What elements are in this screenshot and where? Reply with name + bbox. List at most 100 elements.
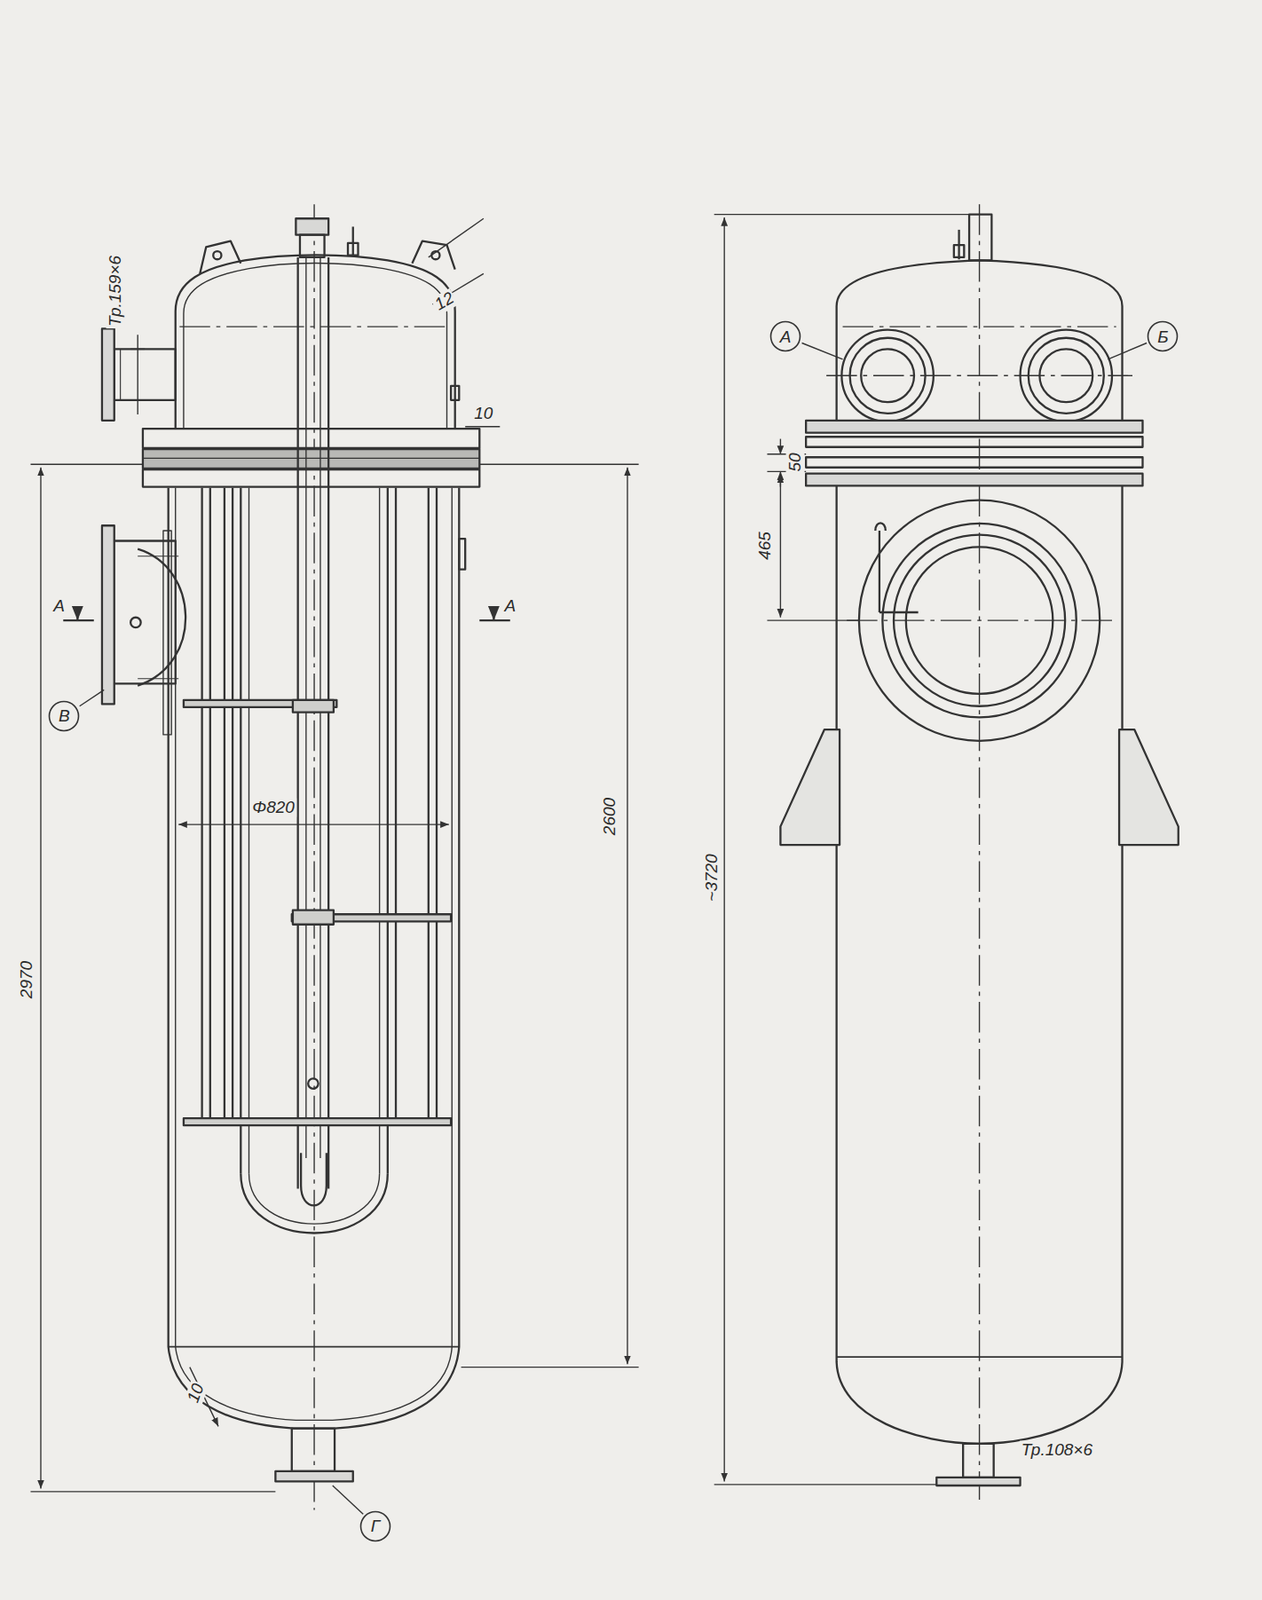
leader-line	[1107, 342, 1147, 359]
shell	[882, 523, 1076, 718]
tube-bundle	[183, 1118, 451, 1126]
flange	[142, 469, 480, 488]
callout-circle-outline	[1148, 322, 1178, 352]
inlet-nozzle	[163, 530, 172, 735]
top-chamber	[347, 243, 358, 256]
dimension-line	[178, 823, 450, 825]
center-line	[179, 204, 1133, 1510]
dimension-value: 2970	[16, 958, 36, 1000]
section-letter: А	[51, 596, 67, 616]
shell	[291, 1428, 335, 1472]
center-line	[826, 375, 1133, 377]
center-line	[846, 619, 1113, 621]
callout-circle-outline	[361, 1511, 391, 1541]
top-chamber	[411, 241, 455, 270]
top-chamber	[352, 226, 355, 255]
dimension-line	[428, 218, 484, 258]
dimension-line	[780, 439, 781, 455]
tube-bundle	[231, 488, 234, 1123]
top-chamber	[969, 214, 992, 261]
center-line	[179, 325, 451, 327]
tube-bundle	[427, 488, 430, 1123]
dimension-line	[39, 467, 41, 1490]
section-letter: А	[502, 596, 518, 616]
inlet-nozzle	[111, 541, 175, 685]
dimension-line	[723, 217, 725, 1482]
dimension-line	[766, 619, 859, 621]
dimension-value: 465	[756, 529, 775, 562]
leader-line	[79, 689, 105, 706]
wall-thickness: 10	[183, 1380, 209, 1408]
dimension-line	[626, 467, 628, 1365]
dimension-value: ~3720	[702, 851, 722, 903]
callout-letter: Г	[370, 1517, 380, 1535]
wall-thickness: 12	[430, 288, 459, 316]
tube-bundle	[292, 910, 334, 925]
diameter-dimension: Φ820	[250, 798, 297, 818]
tube-bundle	[394, 488, 397, 1123]
tube-bundle	[386, 488, 389, 1175]
shell	[875, 522, 918, 613]
section-mark	[63, 607, 511, 621]
dimension-line	[130, 399, 145, 401]
side-nozzle	[114, 348, 176, 400]
shell	[906, 546, 1054, 695]
shell	[275, 1471, 353, 1482]
top-chamber	[1028, 338, 1105, 414]
dimension-line	[130, 348, 145, 350]
tube-bundle	[435, 488, 438, 1123]
inlet-nozzle	[102, 525, 186, 735]
callout-circle-outline	[771, 322, 801, 352]
shell	[836, 485, 1123, 1444]
central-tube	[298, 257, 329, 1207]
leader-line	[79, 342, 1147, 1515]
tube-bundle	[200, 488, 203, 1123]
flange	[142, 428, 480, 449]
shell	[168, 488, 466, 1483]
central-tube	[300, 1152, 327, 1206]
pipe-spec: Тр.159×6	[105, 253, 125, 329]
tube-bundle	[248, 1173, 379, 1224]
central-tube	[307, 1078, 318, 1089]
flange	[142, 449, 480, 469]
side-nozzle	[102, 328, 115, 420]
tube-bundle	[223, 488, 226, 1123]
dimension-line	[30, 218, 639, 1492]
tube-bundle	[209, 488, 212, 1123]
dimension-line	[714, 214, 970, 1485]
wall-thickness: 10	[472, 403, 495, 423]
dimension-value: 50	[785, 450, 805, 474]
top-chamber	[860, 348, 915, 403]
dimension-value: 2600	[600, 796, 620, 837]
dimension-line	[465, 425, 500, 427]
central-tube	[297, 257, 300, 1190]
callout-letter: Б	[1157, 328, 1168, 346]
top-chamber	[175, 254, 456, 429]
shell	[962, 1443, 994, 1478]
callout-letter: А	[780, 328, 792, 346]
dimension-line	[714, 213, 970, 215]
top-chamber	[450, 386, 459, 401]
central-tube	[327, 257, 330, 1190]
callout-circle: В	[47, 700, 80, 733]
top-chamber	[850, 338, 926, 414]
inlet-nozzle	[137, 549, 186, 687]
tube-bundle	[248, 488, 250, 1175]
flange	[142, 457, 480, 459]
center-line	[313, 204, 315, 1510]
flange	[805, 457, 1143, 467]
shell	[168, 488, 460, 1429]
callout-circle: А	[769, 320, 802, 353]
leader-line	[332, 1485, 363, 1515]
tube-bundle	[292, 700, 334, 713]
pipe-spec: Тр.108×6	[1019, 1440, 1095, 1460]
shell	[780, 729, 840, 845]
inlet-nozzle	[130, 617, 141, 628]
shell	[780, 485, 1178, 1486]
dimension-line	[479, 464, 639, 466]
top-chamber	[954, 244, 964, 258]
dimension-line	[714, 1483, 938, 1485]
